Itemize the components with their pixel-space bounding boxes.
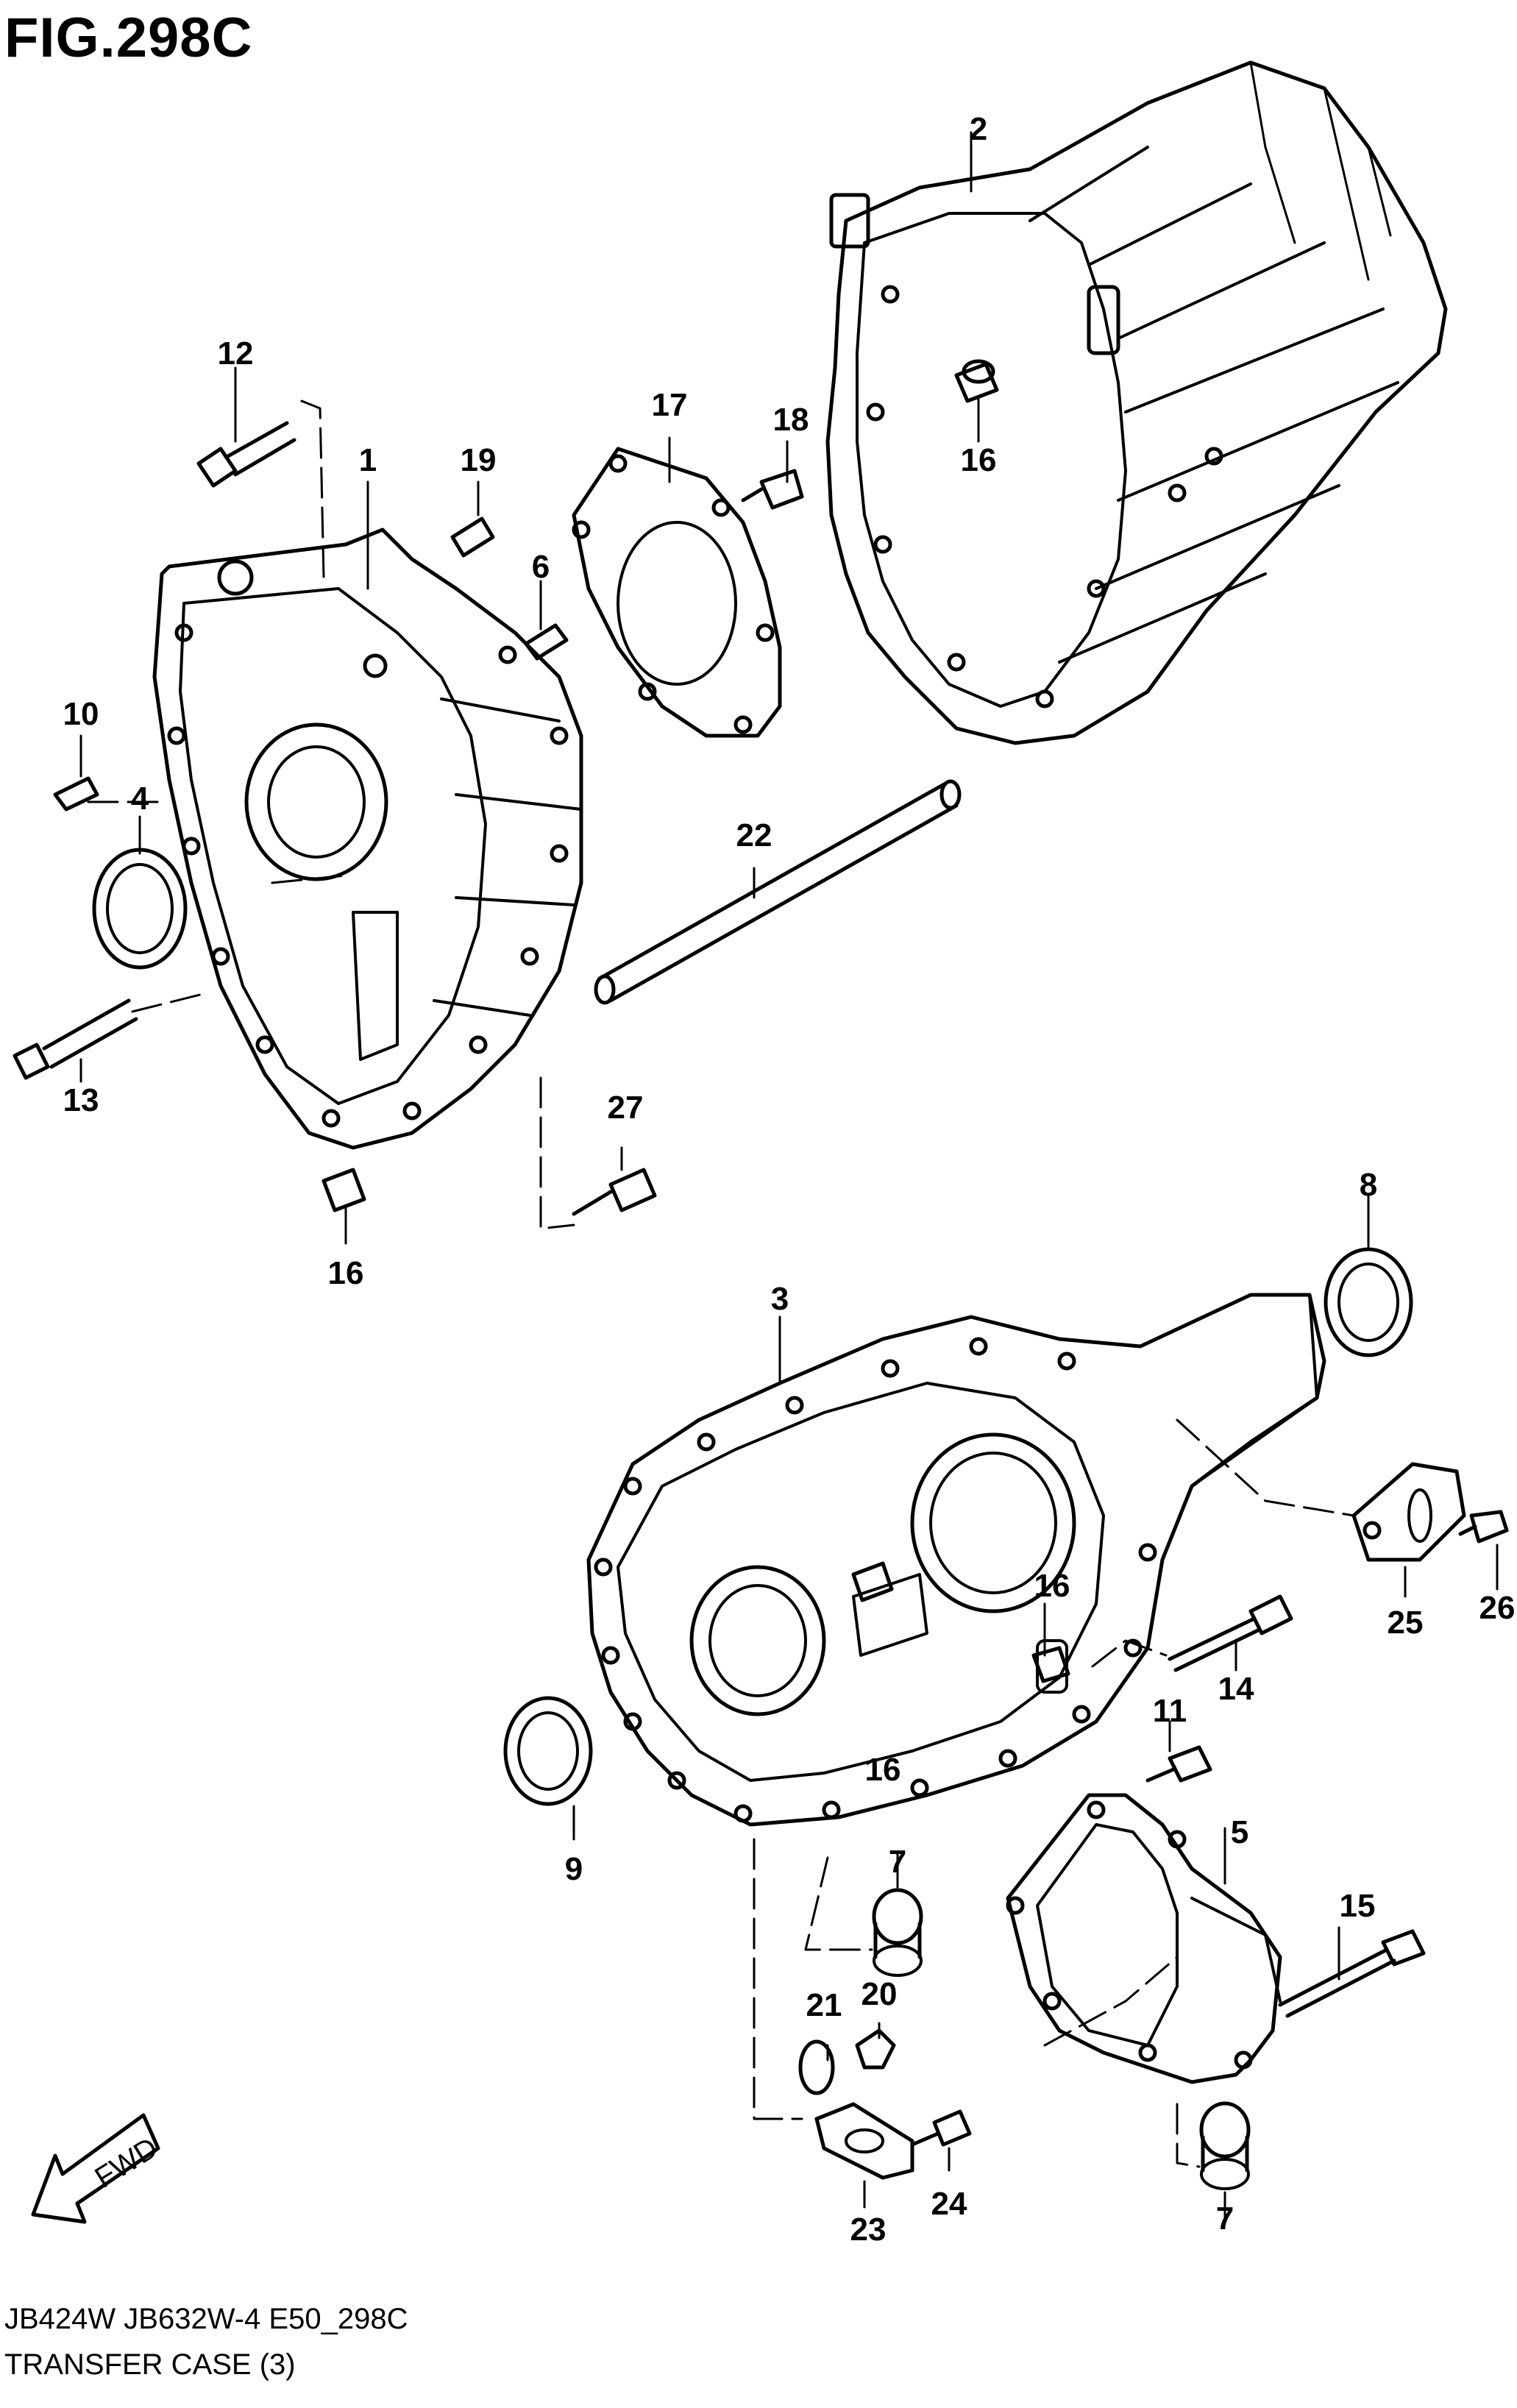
callout-16c: 16 [1034, 1568, 1070, 1604]
part-2-case-housing [825, 60, 1448, 745]
part-16-pin-d [851, 1561, 894, 1602]
callout-22: 22 [736, 817, 772, 853]
part-7-oil-seal-b [1199, 2101, 1251, 2190]
callout-21: 21 [806, 1987, 842, 2023]
dashed-guides [87, 399, 1355, 2168]
part-22-shaft [594, 779, 962, 1005]
callout-1: 1 [359, 442, 377, 478]
part-26-bolt [1458, 1510, 1509, 1544]
fwd-arrow-icon: FWD [31, 2113, 163, 2224]
part-10-dowel [53, 776, 99, 811]
part-19-dowel [450, 516, 495, 558]
callout-17: 17 [652, 387, 688, 423]
part-7-oil-seal-a [872, 1888, 923, 1977]
part-14-bolt [1168, 1594, 1293, 1672]
part-6-dowel [524, 623, 569, 661]
callout-6: 6 [532, 549, 550, 585]
figure-title: FIG.298C [4, 7, 253, 69]
part-27-bolt [572, 1168, 657, 1216]
callout-8: 8 [1360, 1167, 1377, 1203]
part-18-bolt [741, 469, 804, 510]
callout-18: 18 [773, 402, 809, 438]
part-24-bolt [910, 2109, 972, 2147]
fwd-label: FWD [89, 2131, 163, 2195]
callout-14: 14 [1218, 1671, 1254, 1707]
part-3-rear-case [586, 1293, 1326, 1827]
callout-24: 24 [931, 2186, 967, 2222]
part-9-oil-seal [503, 1696, 593, 1806]
callout-26: 26 [1479, 1590, 1516, 1626]
part-25-plate [1351, 1462, 1466, 1562]
part-13-bolt [13, 998, 138, 1080]
callout-2: 2 [970, 111, 987, 147]
callout-13: 13 [63, 1082, 99, 1118]
callout-15: 15 [1340, 1888, 1376, 1924]
callout-12: 12 [218, 335, 254, 372]
part-17-gasket [572, 447, 782, 738]
callout-16b: 16 [328, 1255, 364, 1291]
callout-10: 10 [63, 696, 99, 732]
footer-model-line: JB424W JB632W-4 E50_298C [4, 2303, 408, 2335]
part-4-oil-seal [92, 848, 188, 970]
callout-16d: 16 [865, 1752, 901, 1788]
part-16-pin-c [1031, 1646, 1070, 1683]
part-15-bolt [1278, 1929, 1426, 2018]
callout-3: 3 [771, 1281, 789, 1317]
callout-4: 4 [131, 781, 149, 817]
part-11-bolt [1145, 1745, 1212, 1783]
callout-7b: 7 [1216, 2201, 1234, 2237]
part-16-pin-a [321, 1168, 366, 1212]
part-12-bolt [196, 421, 296, 488]
callout-23: 23 [850, 2212, 887, 2248]
callout-7a: 7 [889, 1844, 906, 1880]
footer-section-title: TRANSFER CASE (3) [4, 2348, 296, 2381]
callout-16a: 16 [961, 442, 997, 478]
callout-9: 9 [565, 1851, 583, 1887]
part-5-cover [1006, 1793, 1282, 2084]
part-16-pin-b [954, 362, 999, 403]
callout-5: 5 [1231, 1814, 1248, 1850]
callout-11: 11 [1153, 1693, 1187, 1729]
callout-19: 19 [461, 442, 497, 478]
callout-labels: 1 2 3 4 5 6 7 7 8 9 10 11 12 13 14 15 16… [63, 111, 1516, 2248]
callout-27: 27 [608, 1090, 644, 1126]
part-20-plug [855, 2028, 896, 2070]
callout-20: 20 [861, 1976, 898, 2012]
part-23-cover-plate [814, 2102, 914, 2180]
part-8-oil-seal [1324, 1247, 1413, 1357]
part-1-case-half [152, 528, 583, 1150]
callout-25: 25 [1388, 1605, 1424, 1641]
leader-lines [79, 131, 1499, 2223]
part-21-o-ring [798, 2039, 835, 2095]
